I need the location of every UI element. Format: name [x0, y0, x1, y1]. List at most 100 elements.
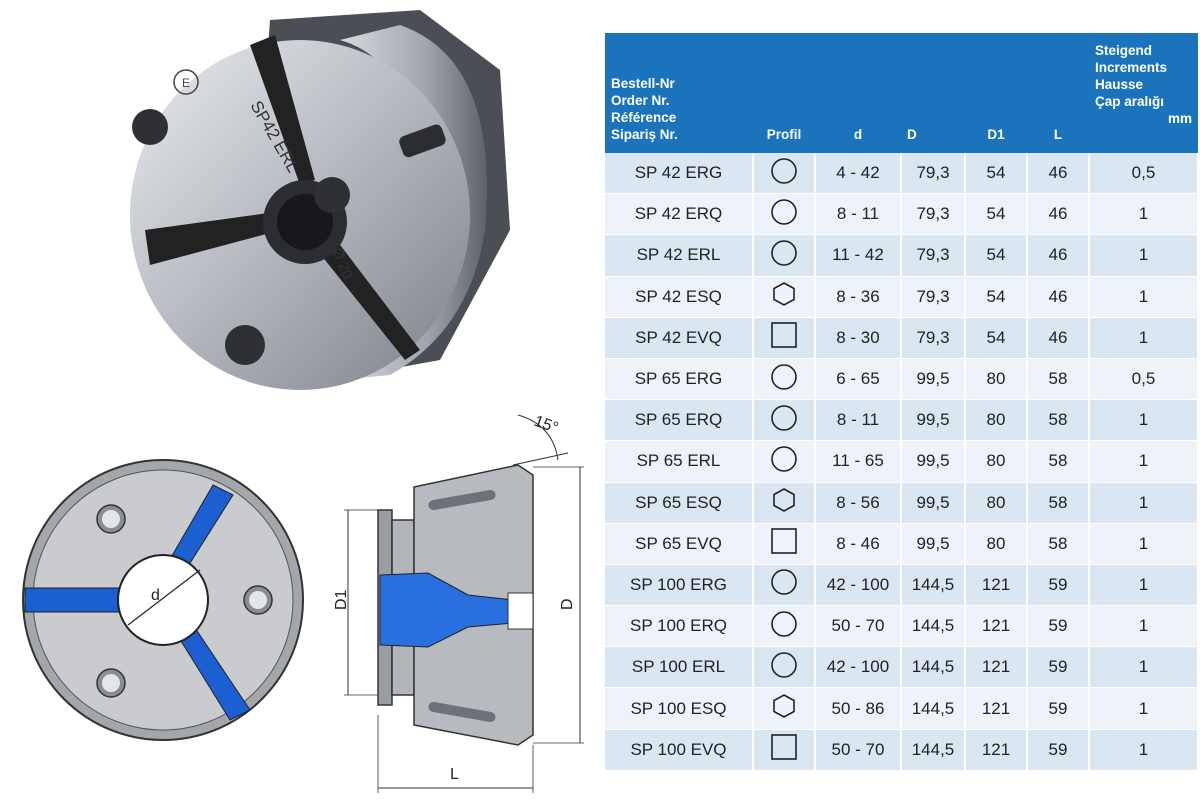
cell-increment: 1 — [1089, 234, 1199, 277]
cell-d: 8 - 46 — [815, 523, 902, 565]
cell-D1: 54 — [965, 317, 1028, 359]
cell-order: SP 42 ERQ — [605, 193, 754, 236]
cell-order: SP 42 ERL — [605, 234, 754, 277]
cell-order: SP 65 EVQ — [605, 523, 754, 565]
cell-D1: 80 — [965, 440, 1028, 483]
header-profil: Profil — [753, 33, 815, 153]
logo-icon — [173, 69, 199, 95]
header-D1: D1 — [965, 33, 1027, 153]
square-icon — [753, 317, 816, 359]
cell-increment: 1 — [1089, 399, 1199, 442]
cell-d: 8 - 36 — [815, 276, 902, 318]
cell-D: 79,3 — [901, 317, 966, 359]
circle-icon — [753, 564, 816, 607]
cell-order: SP 65 ERG — [605, 358, 754, 401]
header-D: D — [901, 33, 965, 153]
cell-d: 8 - 56 — [815, 482, 902, 524]
cell-L: 59 — [1027, 729, 1090, 771]
cell-order: SP 65 ESQ — [605, 482, 754, 524]
table-header: Bestell-Nr Order Nr. Référence Sipariş N… — [605, 33, 1198, 153]
cell-increment: 0,5 — [1089, 153, 1199, 195]
cell-D: 79,3 — [901, 276, 966, 318]
cell-D1: 121 — [965, 729, 1028, 771]
cell-D1: 54 — [965, 234, 1028, 277]
cell-increment: 1 — [1089, 687, 1199, 730]
cell-L: 59 — [1027, 605, 1090, 648]
cell-d: 42 - 100 — [815, 564, 902, 607]
cell-increment: 1 — [1089, 729, 1199, 771]
cell-increment: 1 — [1089, 482, 1199, 524]
cell-order: SP 100 ERG — [605, 564, 754, 607]
circle-icon — [753, 399, 816, 442]
product-photo: E SP42 ERL Ø 20 — [130, 10, 510, 390]
L-label: L — [450, 766, 459, 783]
cell-d: 42 - 100 — [815, 646, 902, 689]
cell-L: 46 — [1027, 193, 1090, 236]
cell-order: SP 65 ERQ — [605, 399, 754, 442]
header-d: d — [815, 33, 901, 153]
cell-increment: 1 — [1089, 646, 1199, 689]
cell-D: 99,5 — [901, 523, 966, 565]
cell-D: 99,5 — [901, 399, 966, 442]
cell-order: SP 100 ERL — [605, 646, 754, 689]
cell-L: 59 — [1027, 646, 1090, 689]
cell-D: 79,3 — [901, 193, 966, 236]
circle-icon — [753, 234, 816, 277]
cell-D: 144,5 — [901, 687, 966, 730]
cell-increment: 1 — [1089, 440, 1199, 483]
d-label: d — [151, 587, 160, 604]
circle-icon — [753, 646, 816, 689]
cell-L: 58 — [1027, 358, 1090, 401]
circle-icon — [753, 153, 816, 195]
hexagon-icon — [753, 276, 816, 318]
header-L: L — [1027, 33, 1089, 153]
cell-D: 79,3 — [901, 153, 966, 195]
cell-increment: 1 — [1089, 276, 1199, 318]
D1-label: D1 — [333, 589, 350, 610]
cell-D1: 80 — [965, 399, 1028, 442]
cell-L: 46 — [1027, 153, 1090, 195]
cell-D1: 80 — [965, 523, 1028, 565]
cell-D: 144,5 — [901, 564, 966, 607]
front-view-drawing: d — [22, 459, 304, 741]
cell-D1: 54 — [965, 276, 1028, 318]
cell-D: 144,5 — [901, 646, 966, 689]
cell-D1: 121 — [965, 646, 1028, 689]
cell-D: 144,5 — [901, 729, 966, 771]
cell-L: 58 — [1027, 482, 1090, 524]
cell-D1: 121 — [965, 564, 1028, 607]
header-order: Bestell-Nr Order Nr. Référence Sipariş N… — [605, 33, 753, 153]
header-increments: Steigend Increments Hausse Çap aralığı m… — [1089, 33, 1198, 153]
cell-D: 99,5 — [901, 358, 966, 401]
cell-L: 46 — [1027, 317, 1090, 359]
cell-d: 50 - 86 — [815, 687, 902, 730]
side-view-drawing: 15° D1 D L — [333, 413, 584, 793]
circle-icon — [753, 605, 816, 648]
cell-D: 99,5 — [901, 440, 966, 483]
cell-increment: 1 — [1089, 193, 1199, 236]
cell-L: 58 — [1027, 440, 1090, 483]
hexagon-icon — [753, 687, 816, 730]
square-icon — [753, 729, 816, 771]
cell-d: 11 - 65 — [815, 440, 902, 483]
cell-L: 59 — [1027, 564, 1090, 607]
cell-order: SP 65 ERL — [605, 440, 754, 483]
cell-D1: 54 — [965, 153, 1028, 195]
cell-L: 59 — [1027, 687, 1090, 730]
cell-D1: 80 — [965, 482, 1028, 524]
svg-text:E: E — [182, 76, 190, 90]
cell-increment: 0,5 — [1089, 358, 1199, 401]
cell-d: 50 - 70 — [815, 729, 902, 771]
angle-label: 15° — [532, 413, 561, 437]
cell-order: SP 100 ERQ — [605, 605, 754, 648]
cell-increment: 1 — [1089, 564, 1199, 607]
cell-order: SP 42 ERG — [605, 153, 754, 195]
